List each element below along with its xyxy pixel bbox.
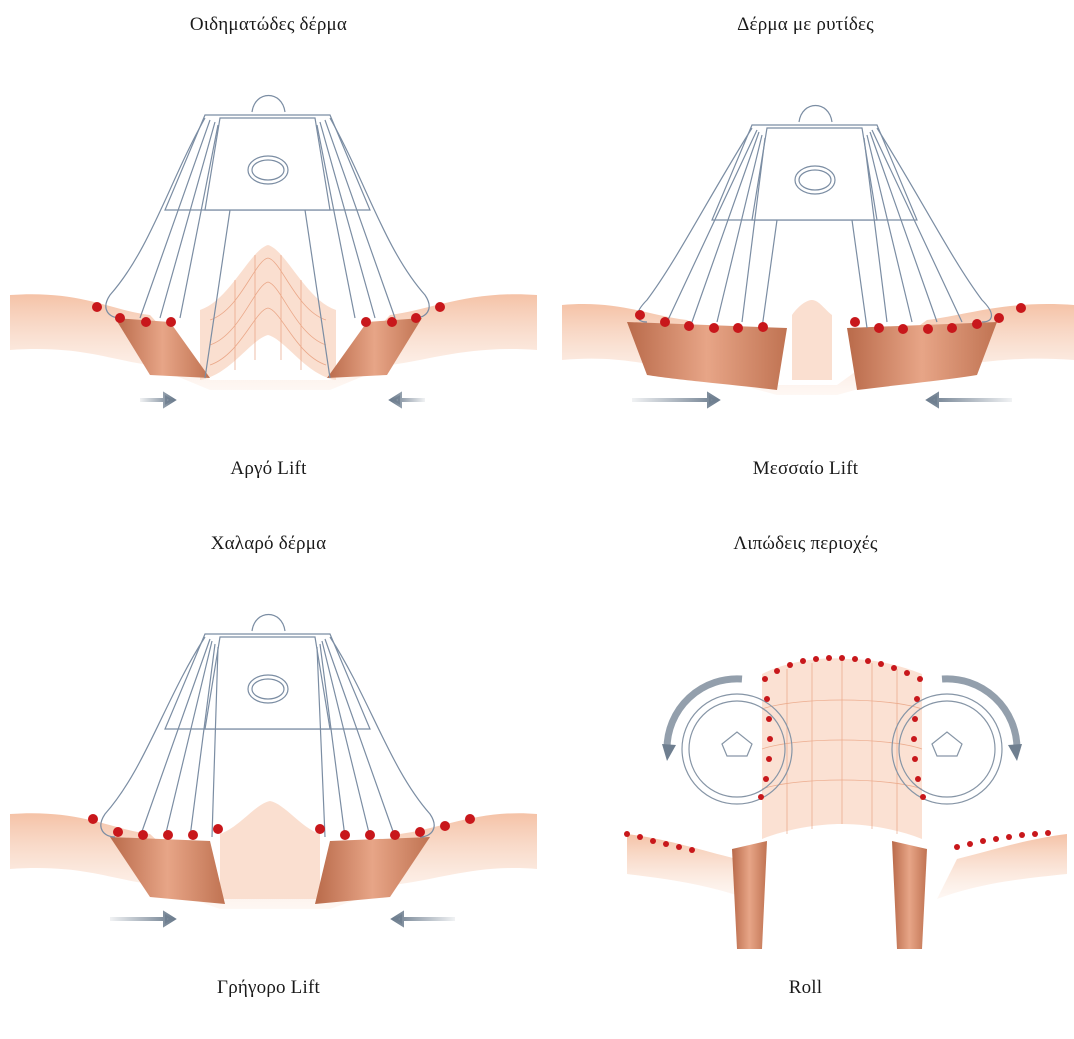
panel-title: Οιδηματώδες δέρμα: [0, 14, 537, 36]
roll-diagram: [537, 579, 1074, 959]
panel-title: Χαλαρό δέρμα: [0, 533, 537, 555]
panel-slow-lift: Οιδηματώδες δέρμα: [0, 0, 537, 519]
panel-caption: Μεσσαίο Lift: [537, 458, 1074, 480]
panel-roll: Λιπώδεις περιοχές: [537, 519, 1074, 1038]
panel-title: Λιπώδεις περιοχές: [537, 533, 1074, 555]
panel-fast-lift: Χαλαρό δέρμα Γρήγορο Lift: [0, 519, 537, 1038]
panel-caption: Γρήγορο Lift: [0, 977, 537, 999]
lift-diagram: [0, 60, 537, 440]
panel-caption: Αργό Lift: [0, 458, 537, 480]
panel-medium-lift: Δέρμα με ρυτίδες Μεσσαίο Lift: [537, 0, 1074, 519]
lift-diagram: [537, 60, 1074, 440]
panel-caption: Roll: [537, 977, 1074, 999]
panel-title: Δέρμα με ρυτίδες: [537, 14, 1074, 36]
lift-diagram: [0, 579, 537, 959]
